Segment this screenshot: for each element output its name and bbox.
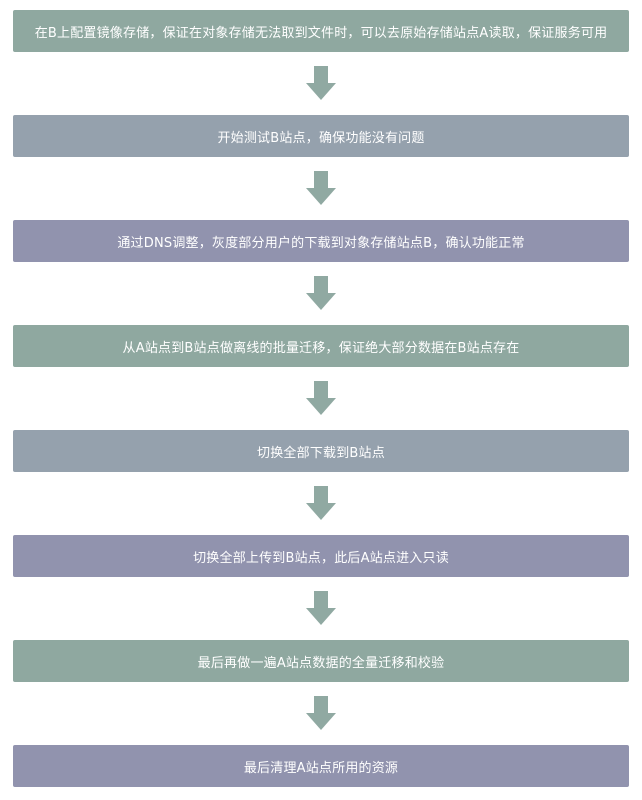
step-box-2: 开始测试B站点，确保功能没有问题 [13, 115, 629, 157]
step-box-4: 从A站点到B站点做离线的批量迁移，保证绝大部分数据在B站点存在 [13, 325, 629, 367]
step-box-6: 切换全部上传到B站点，此后A站点进入只读 [13, 535, 629, 577]
step-4-text: 从A站点到B站点做离线的批量迁移，保证绝大部分数据在B站点存在 [122, 340, 520, 356]
step-2-text: 开始测试B站点，确保功能没有问题 [217, 130, 425, 146]
step-7-text: 最后再做一遍A站点数据的全量迁移和校验 [197, 655, 445, 671]
step-box-5: 切换全部下载到B站点 [13, 430, 629, 472]
step-6-text: 切换全部上传到B站点，此后A站点进入只读 [193, 550, 449, 566]
down-arrow-icon [306, 276, 336, 310]
down-arrow-icon [306, 171, 336, 205]
step-box-1: 在B上配置镜像存储，保证在对象存储无法取到文件时，可以去原始存储站点A读取，保证… [13, 10, 629, 52]
step-8-text: 最后清理A站点所用的资源 [243, 760, 399, 776]
down-arrow-icon [306, 486, 336, 520]
step-box-8: 最后清理A站点所用的资源 [13, 745, 629, 787]
step-5-text: 切换全部下载到B站点 [257, 445, 385, 461]
step-3-text: 通过DNS调整，灰度部分用户的下载到对象存储站点B，确认功能正常 [117, 235, 525, 251]
down-arrow-icon [306, 66, 336, 100]
down-arrow-icon [306, 696, 336, 730]
down-arrow-icon [306, 381, 336, 415]
step-box-3: 通过DNS调整，灰度部分用户的下载到对象存储站点B，确认功能正常 [13, 220, 629, 262]
step-box-7: 最后再做一遍A站点数据的全量迁移和校验 [13, 640, 629, 682]
step-1-text: 在B上配置镜像存储，保证在对象存储无法取到文件时，可以去原始存储站点A读取，保证… [34, 25, 608, 41]
down-arrow-icon [306, 591, 336, 625]
